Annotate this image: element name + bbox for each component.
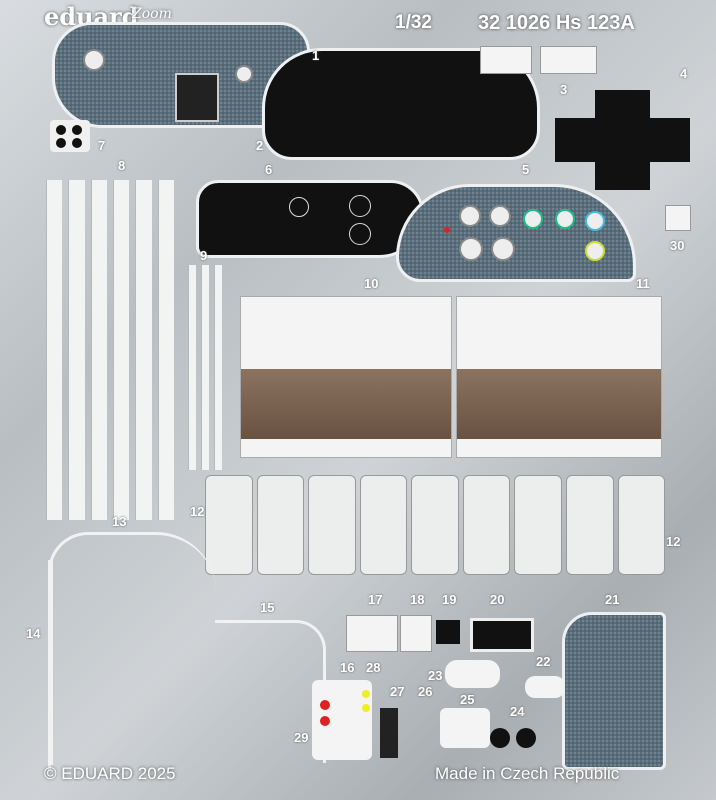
part-number: 6	[265, 162, 273, 177]
gauge	[83, 49, 105, 71]
part-10-panel	[240, 296, 452, 458]
part-number: 20	[490, 592, 505, 607]
part-15-curved-strips	[215, 620, 326, 763]
part-4-cross	[555, 90, 690, 190]
part-number: 5	[522, 162, 530, 177]
zoom-logo: Zoom	[132, 6, 172, 22]
part-number: 29	[294, 730, 309, 745]
scale-label: 1/32	[395, 12, 432, 33]
part-17	[346, 615, 398, 652]
gauge	[235, 65, 253, 83]
part-number: 12	[190, 504, 205, 519]
part-21	[562, 612, 666, 770]
part-number: 8	[118, 158, 126, 173]
part-number: 26	[418, 684, 433, 699]
part-27	[380, 708, 398, 758]
part-22	[525, 676, 565, 698]
part-16-28-29	[312, 680, 372, 760]
part-number: 17	[368, 592, 383, 607]
set-title: 32 1026 Hs 123A	[478, 12, 635, 34]
part-number: 3	[560, 82, 568, 97]
part-number: 12	[666, 534, 681, 549]
part-number: 13	[112, 514, 127, 529]
origin-text: Made in Czech Republic	[435, 764, 620, 783]
part-24	[490, 728, 540, 753]
part-number: 11	[636, 276, 650, 291]
part-number: 10	[364, 276, 379, 291]
part-3	[540, 46, 597, 74]
part-number: 22	[536, 654, 551, 669]
switch-box	[175, 73, 219, 122]
part-30	[665, 205, 691, 231]
part-number: 23	[428, 668, 443, 683]
part-19	[436, 620, 460, 644]
part-12-row	[205, 475, 666, 575]
part-6-panel	[196, 180, 424, 258]
part-number: 9	[200, 248, 208, 263]
part-8-strips	[46, 180, 174, 520]
part-25	[440, 708, 490, 748]
part-5-panel	[396, 184, 636, 282]
part-3	[480, 46, 532, 74]
part-number: 30	[670, 238, 685, 253]
part-14-strip	[48, 560, 53, 765]
part-20	[470, 618, 534, 652]
part-number: 4	[680, 66, 688, 81]
part-number: 1	[312, 48, 320, 63]
part-9-strips	[188, 265, 222, 470]
part-7	[50, 120, 90, 152]
part-number: 21	[605, 592, 620, 607]
part-18	[400, 615, 432, 652]
part-number: 28	[366, 660, 381, 675]
part-1-instrument-panel	[52, 22, 310, 128]
part-number: 14	[26, 626, 41, 641]
part-number: 18	[410, 592, 425, 607]
copyright-text: © EDUARD 2025	[44, 764, 176, 783]
part-11-panel	[456, 296, 662, 458]
part-number: 7	[98, 138, 106, 153]
part-number: 25	[460, 692, 475, 707]
part-number: 15	[260, 600, 275, 615]
part-number: 16	[340, 660, 355, 675]
part-13-curved-strips	[48, 532, 216, 770]
part-23	[445, 660, 500, 688]
part-number: 19	[442, 592, 457, 607]
part-number: 27	[390, 684, 405, 699]
part-number: 24	[510, 704, 525, 719]
part-number: 2	[256, 138, 264, 153]
